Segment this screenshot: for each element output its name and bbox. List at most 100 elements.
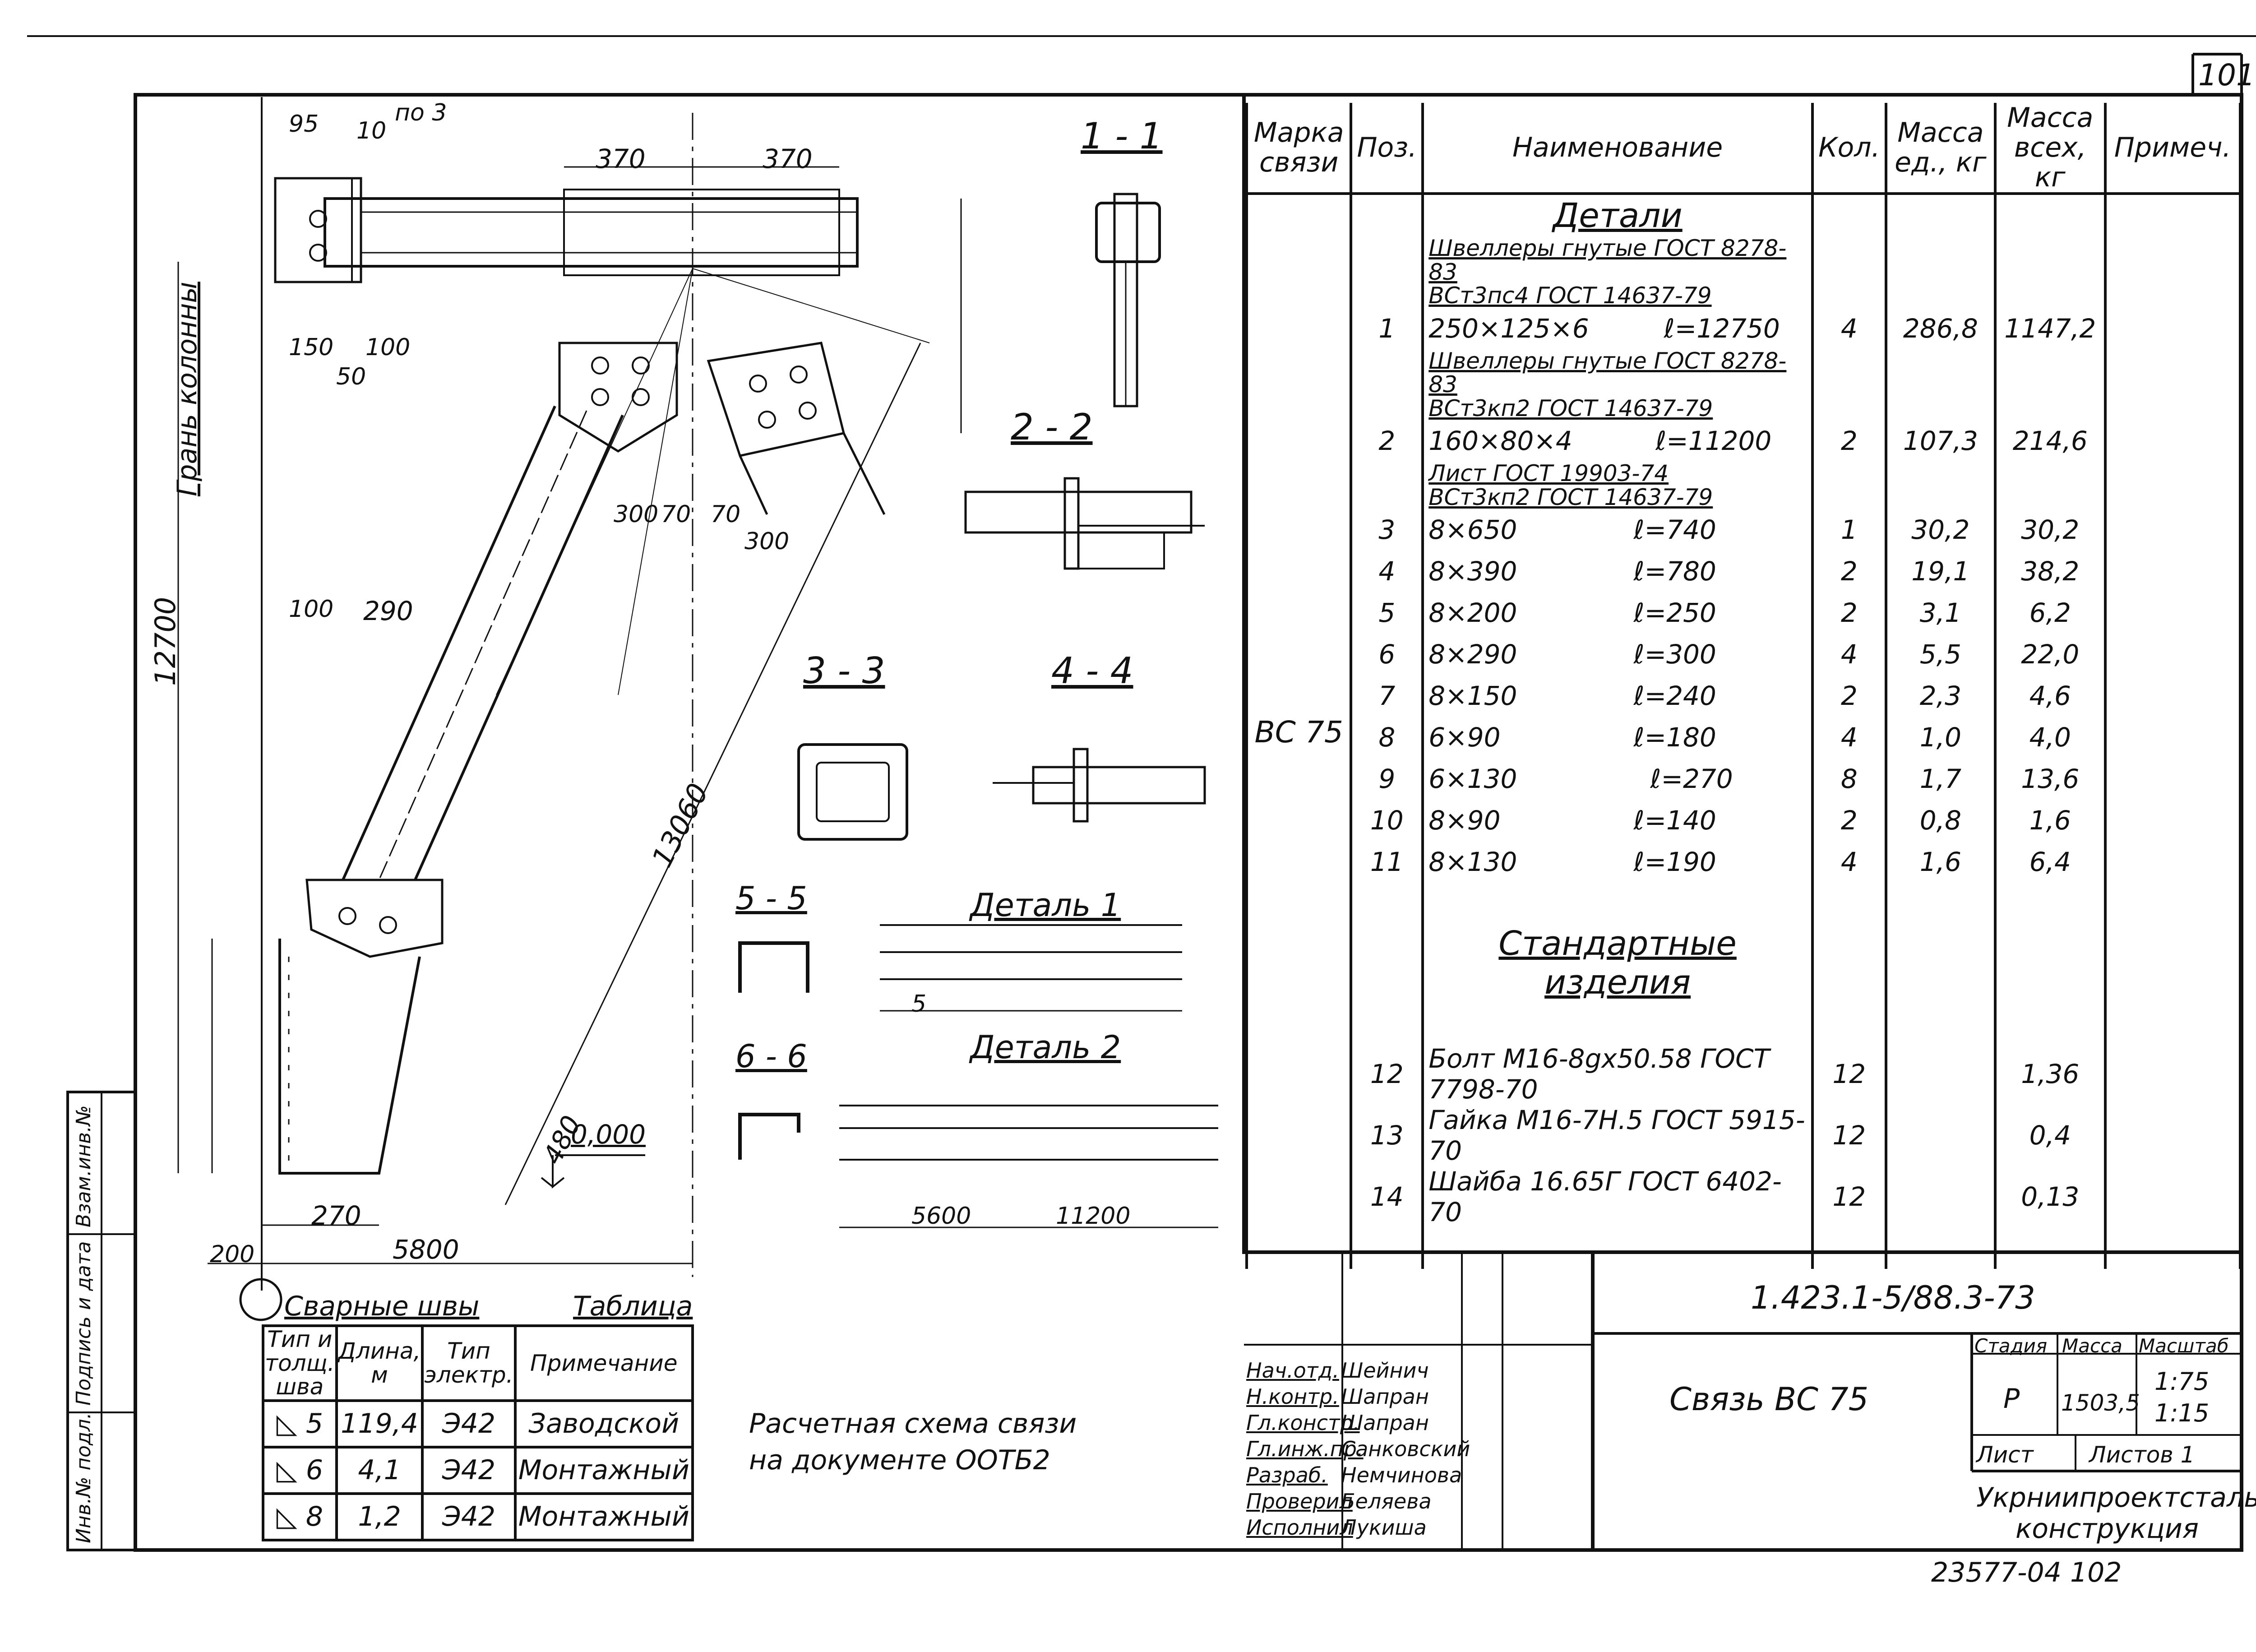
dim-50: 50 (336, 363, 366, 390)
document-code: 1.423.1-5/88.3-73 (1751, 1279, 2035, 1316)
section-3-3 (797, 743, 908, 841)
main-elevation (177, 97, 962, 1321)
col-note: Примеч. (2103, 103, 2242, 195)
dim-70a: 70 (661, 501, 691, 528)
dim-po3: по 3 (395, 99, 447, 126)
section-6-6 (738, 1113, 800, 1160)
weld-table-label: Таблица (573, 1291, 693, 1322)
section-label-4-4: 4 - 4 (1051, 650, 1133, 692)
dim-370-a: 370 (596, 143, 646, 174)
section-1-1 (1095, 193, 1161, 407)
section-details: Детали (1421, 194, 1814, 236)
role-row: Разраб.Немчинова (1246, 1463, 1462, 1487)
stage-label: Стадия (1974, 1335, 2048, 1357)
section-label-2-2: 2 - 2 (1011, 406, 1093, 448)
organization: Укрниипроектсталь- конструкция (1976, 1482, 2256, 1545)
dim-12700: 12700 (149, 597, 182, 686)
dim-70b: 70 (711, 501, 741, 528)
sheet-number: 101 (2198, 58, 2255, 93)
dim-290: 290 (363, 596, 413, 626)
col-total-mass: Масса всех, кг (1994, 103, 2107, 195)
stage-value: Р (2003, 1383, 2020, 1415)
sheets-count: Листов 1 (2089, 1442, 2195, 1468)
specification-table: Марка связи Поз. Наименование Кол. Масса… (1245, 103, 2242, 1269)
spec-header-row: Марка связи Поз. Наименование Кол. Масса… (1245, 103, 2242, 195)
dim-5600a: 5600 (911, 1203, 971, 1230)
stamp-inv-label: Инв.№ подл. (72, 1412, 95, 1543)
brace-mark: ВС 75 (1245, 194, 1353, 1269)
scale-value-2: 1:15 (2154, 1399, 2210, 1427)
dim-100b: 100 (289, 596, 334, 623)
dim-200: 200 (210, 1241, 255, 1268)
dim-5800: 5800 (393, 1234, 459, 1265)
dim-95: 95 (289, 111, 319, 138)
column-face-label: Грань колонны (171, 282, 203, 496)
dim-370-b: 370 (763, 143, 813, 174)
scale-label: Масштаб (2139, 1335, 2229, 1357)
col-mark: Марка связи (1245, 103, 1353, 195)
section-label-1-1: 1 - 1 (1081, 115, 1163, 157)
role-row: Нач.отд.Шейнич (1246, 1358, 1429, 1383)
role-row: Гл.констр.Шапран (1246, 1411, 1429, 1435)
detail-2 (839, 1105, 1218, 1228)
role-row: Гл.инж.пр.Санковский (1246, 1437, 1470, 1461)
weld-table: Тип и толщ. шва Длина, м Тип электр. При… (262, 1324, 694, 1541)
detail-1 (880, 924, 1182, 1012)
role-row: ИсполнилЛукиша (1246, 1515, 1427, 1540)
section-5-5 (738, 941, 809, 993)
dim-150: 150 (289, 334, 334, 361)
section-label-3-3: 3 - 3 (803, 650, 885, 692)
detail-label-1: Деталь 1 (970, 887, 1121, 924)
drawing-name: Связь ВС 75 (1669, 1381, 1869, 1418)
weld-table-title: Сварные швы (284, 1291, 480, 1322)
dim-5600b: 11200 (1056, 1203, 1131, 1230)
role-row: ПроверилБеляева (1246, 1489, 1432, 1513)
scale-value-1: 1:75 (2154, 1367, 2210, 1396)
mass-value: 1503,5 (2061, 1390, 2140, 1416)
col-unit-mass: Масса ед., кг (1884, 103, 1997, 195)
detail-label-2: Деталь 2 (970, 1029, 1121, 1066)
section-4-4 (993, 748, 1206, 823)
dim-270: 270 (311, 1200, 361, 1231)
stamp-sign-label: Подпись и дата (72, 1241, 95, 1406)
mass-label: Масса (2062, 1335, 2122, 1357)
role-row: Н.контр.Шапран (1246, 1384, 1429, 1409)
dim-300b: 300 (744, 528, 790, 555)
archive-number: 23577-04 102 (1931, 1557, 2122, 1588)
col-qty: Кол. (1811, 103, 1887, 195)
col-pos: Поз. (1350, 103, 1424, 195)
elevation-mark: 0,000 (571, 1119, 646, 1150)
dim-12750: 5 (911, 990, 927, 1018)
sheet-label: Лист (1976, 1442, 2034, 1468)
col-name: Наименование (1421, 103, 1814, 195)
section-label-6-6: 6 - 6 (735, 1038, 807, 1075)
stamp-replace-label: Взам.инв.№ (72, 1105, 95, 1227)
dim-10: 10 (356, 117, 387, 144)
dim-300: 300 (614, 501, 659, 528)
section-2-2 (964, 477, 1205, 570)
calc-scheme-note: Расчетная схема связи на документе ООТБ2 (749, 1408, 1077, 1476)
dim-100: 100 (365, 334, 411, 361)
section-label-5-5: 5 - 5 (735, 880, 807, 917)
section-standard: Стандартные изделия (1421, 924, 1814, 1002)
